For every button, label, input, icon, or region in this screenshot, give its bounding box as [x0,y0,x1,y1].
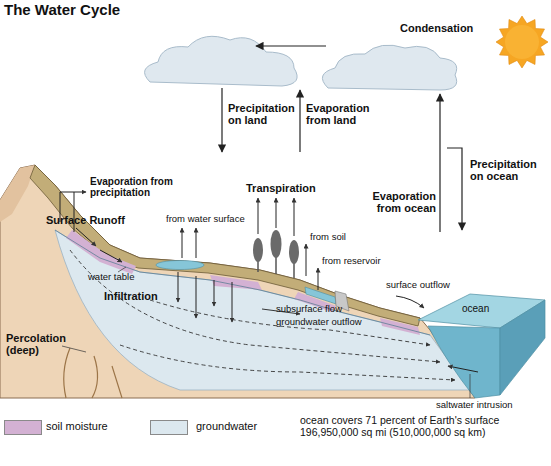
flow-arrow [256,45,326,46]
footnote: ocean covers 71 percent of Earth's surfa… [300,415,550,438]
flow-arrow [448,366,478,372]
tree [253,238,263,262]
flow-arrow [447,148,462,230]
process-label: subsurface flow [276,304,342,314]
flow-arrow [294,198,295,236]
groundwater-flow [120,345,455,380]
process-label: water table [88,272,134,282]
flow-arrow [196,228,197,258]
legend-text: groundwater [196,420,257,432]
leader-line [470,374,471,398]
land-cross-section [0,165,475,398]
mountain-face [0,165,35,222]
root [64,348,70,398]
flow-arrow [258,198,259,234]
process-label: surface outflow [386,280,450,290]
process-label: Precipitation on land [228,102,300,126]
leader-line [62,346,86,352]
process-label: Percolation (deep) [6,332,78,356]
legend-swatch [150,420,188,435]
ocean-front [428,326,500,398]
process-label: Surface Runoff [46,214,125,226]
flow-arrow [276,198,277,228]
reservoir [305,287,336,304]
process-label: Evaporation from ocean [360,190,436,214]
flow-arrow [318,268,319,290]
flow-arrow [306,244,307,276]
process-label: from reservoir [322,256,381,266]
cloud [145,36,298,86]
soil-moisture-patch [66,230,136,274]
process-label: saltwater intrusion [436,400,513,410]
flow-arrow [299,90,300,152]
flow-arrow [178,272,179,302]
process-label: Infiltration [104,290,158,302]
lake [156,261,204,270]
soil-moisture-patch [210,275,262,290]
legend-swatch [4,420,42,435]
groundwater-flow [150,300,430,345]
flow-arrow [232,282,233,322]
legend-text: soil moisture [46,420,108,432]
tree [289,240,299,264]
flow-arrow [100,250,122,262]
sun-rays [496,16,548,68]
flow-arrow [182,228,183,258]
cloud [322,45,456,90]
groundwater-flow [70,250,440,362]
process-label: ocean [462,303,489,314]
tree [271,230,282,258]
ocean-side [500,300,545,395]
flow-arrow [396,296,424,308]
surface-soil [30,165,420,326]
flow-arrow [196,276,197,318]
process-label: Transpiration [246,182,316,194]
sun [505,25,539,59]
flow-arrow [221,88,222,152]
process-label: groundwater outflow [276,317,362,327]
flow-arrow [439,94,440,232]
process-label: Precipitation on ocean [470,158,546,182]
process-label: from water surface [166,214,245,224]
root [112,366,122,398]
flow-arrow [76,228,96,246]
flow-arrow [214,280,215,306]
process-label: Condensation [400,22,473,34]
diagram-title: The Water Cycle [4,2,120,19]
soil-moisture-patch [380,318,420,335]
water-table-line [55,230,430,335]
process-label: Evaporation from land [306,102,378,126]
process-label: from soil [310,232,346,242]
process-label: Evaporation from precipitation [90,176,186,198]
root [92,356,98,398]
